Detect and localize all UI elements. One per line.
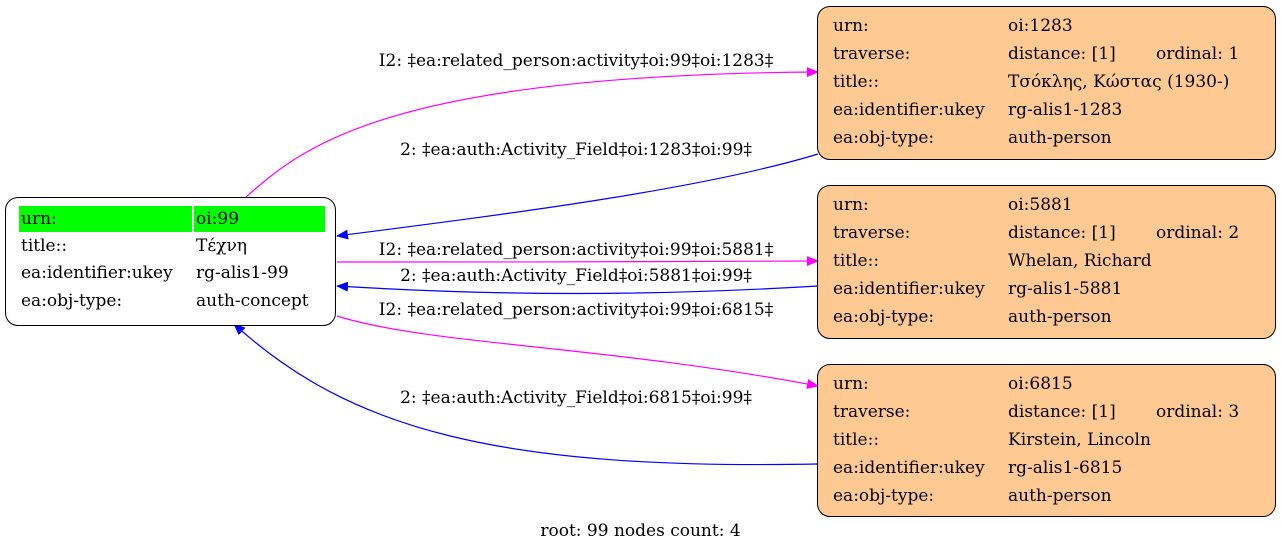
root-urn-row: urn: oi:99 (6, 206, 335, 232)
node-distance: distance: [1] (1008, 44, 1116, 64)
edge-root-to-1283 (245, 67, 819, 198)
node-ordinal: ordinal: 1 (1156, 44, 1240, 64)
root-urn-key: urn: (19, 206, 192, 232)
edge-5881-to-root (336, 281, 819, 295)
node-title-value: Τσόκλης, Κώστας (1930-) (1008, 72, 1230, 92)
node-ukey-key: ea:identifier:ukey (833, 100, 985, 120)
root-type-row: ea:obj-type: auth-concept (6, 288, 335, 314)
node-title-key: title:: (833, 430, 880, 450)
edge-label-6815-to-root: 2: ‡ea:auth:Activity_Field‡oi:6815‡oi:99… (400, 388, 752, 408)
node-traverse-key: traverse: (833, 223, 911, 243)
node-title-key: title:: (833, 72, 880, 92)
root-type-key: ea:obj-type: (21, 291, 123, 311)
node-urn-value: oi:1283 (1008, 16, 1073, 36)
node-ukey-value: rg-alis1-6815 (1008, 458, 1123, 478)
node-urn-value: oi:5881 (1008, 195, 1073, 215)
edge-label-5881-to-root: 2: ‡ea:auth:Activity_Field‡oi:5881‡oi:99… (400, 266, 752, 286)
root-ukey-value: rg-alis1-99 (196, 263, 289, 283)
root-title-value: Τέχνη (196, 236, 247, 256)
node-type-key: ea:obj-type: (833, 307, 935, 327)
root-title-key: title:: (21, 236, 68, 256)
root-type-value: auth-concept (196, 291, 309, 311)
node-ukey-key: ea:identifier:ukey (833, 279, 985, 299)
edge-label-root-to-1283: I2: ‡ea:related_person:activity‡oi:99‡oi… (379, 51, 774, 71)
edge-label-1283-to-root: 2: ‡ea:auth:Activity_Field‡oi:1283‡oi:99… (400, 140, 752, 160)
edge-label-root-to-6815: I2: ‡ea:related_person:activity‡oi:99‡oi… (379, 300, 774, 320)
related-node-5881[interactable]: urn: oi:5881 traverse: distance: [1] ordina… (817, 185, 1276, 339)
root-ukey-row: ea:identifier:ukey rg-alis1-99 (6, 260, 335, 286)
node-type-key: ea:obj-type: (833, 128, 935, 148)
node-urn-value: oi:6815 (1008, 374, 1073, 394)
node-traverse-key: traverse: (833, 402, 911, 422)
root-title-row: title:: Τέχνη (6, 233, 335, 259)
edge-6815-to-root (233, 323, 819, 466)
edge-label-root-to-5881: I2: ‡ea:related_person:activity‡oi:99‡oi… (379, 240, 774, 260)
node-ukey-key: ea:identifier:ukey (833, 458, 985, 478)
edge-root-to-5881 (336, 256, 819, 267)
edge-1283-to-root (336, 153, 819, 240)
node-traverse-key: traverse: (833, 44, 911, 64)
root-node[interactable]: urn: oi:99 title:: Τέχνη ea:identifier:u… (5, 197, 336, 326)
root-urn-value: oi:99 (194, 206, 325, 232)
node-type-value: auth-person (1008, 128, 1112, 148)
node-title-value: Whelan, Richard (1008, 251, 1152, 271)
node-type-value: auth-person (1008, 307, 1112, 327)
related-node-6815[interactable]: urn: oi:6815 traverse: distance: [1] ordina… (817, 364, 1276, 517)
edge-root-to-6815 (336, 315, 819, 389)
node-type-key: ea:obj-type: (833, 486, 935, 506)
node-ukey-value: rg-alis1-1283 (1008, 100, 1123, 120)
related-node-1283[interactable]: urn: oi:1283 traverse: distance: [1] ordina… (817, 6, 1276, 160)
node-title-value: Kirstein, Lincoln (1008, 430, 1151, 450)
node-urn-key: urn: (833, 374, 869, 394)
node-type-value: auth-person (1008, 486, 1112, 506)
node-ordinal: ordinal: 3 (1156, 402, 1240, 422)
node-ordinal: ordinal: 2 (1156, 223, 1240, 243)
node-ukey-value: rg-alis1-5881 (1008, 279, 1123, 299)
node-urn-key: urn: (833, 195, 869, 215)
root-ukey-key: ea:identifier:ukey (21, 263, 173, 283)
node-title-key: title:: (833, 251, 880, 271)
node-urn-key: urn: (833, 16, 869, 36)
node-distance: distance: [1] (1008, 223, 1116, 243)
graph-footer: root: 99 nodes count: 4 (540, 521, 741, 541)
node-distance: distance: [1] (1008, 402, 1116, 422)
